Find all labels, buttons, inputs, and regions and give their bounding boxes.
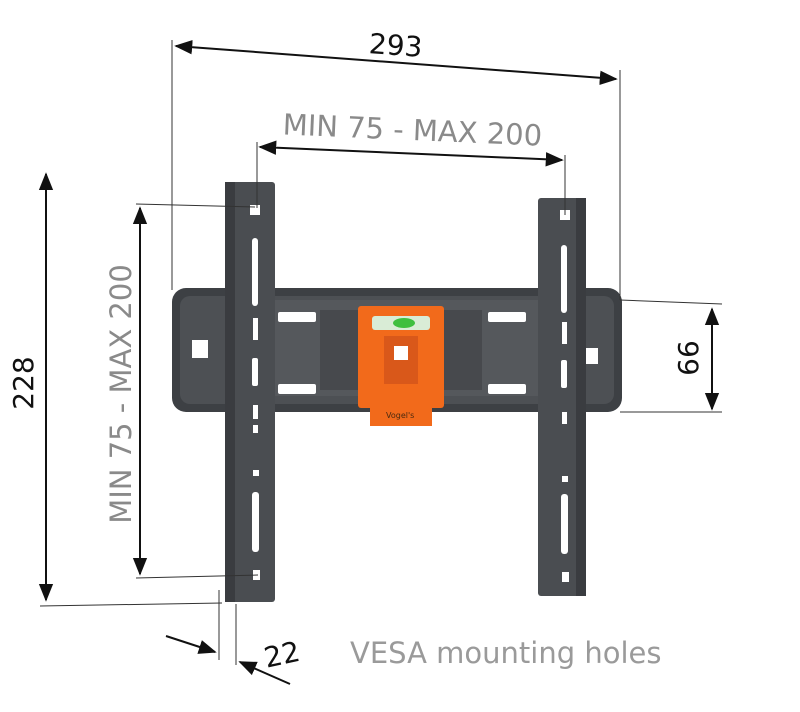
depth-label: 22 (261, 635, 303, 675)
vesa-horizontal-dimension-line (258, 140, 564, 167)
vesa-caption: VESA mounting holes (350, 636, 662, 670)
right-arm (538, 198, 586, 596)
vesa-vertical-label: MIN 75 - MAX 200 (104, 264, 138, 524)
level-indicator: Vogel's (358, 306, 444, 426)
width-label: 293 (368, 27, 424, 64)
height-label: 228 (7, 356, 40, 409)
depth-arrow-left (165, 635, 217, 654)
vesa-horizontal-label: MIN 75 - MAX 200 (282, 107, 543, 152)
brand-sticker: Vogel's (386, 411, 414, 420)
depth-arrow-right (238, 661, 291, 685)
extension-lines (39, 40, 723, 665)
width-dimension-line (174, 40, 618, 85)
left-arm (225, 182, 275, 602)
rail-height-label: 66 (672, 340, 705, 376)
